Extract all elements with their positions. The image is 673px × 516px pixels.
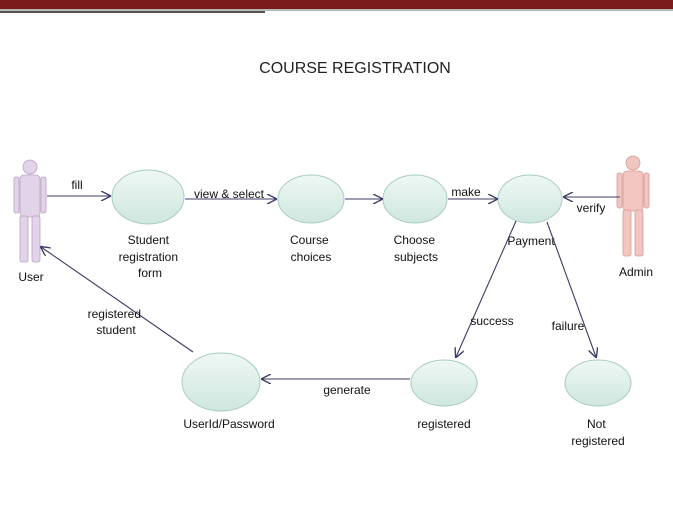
course-choices-label: Course choices [290,233,332,264]
admin-actor-icon [616,155,650,257]
registered-student-arrow [41,247,194,353]
user-label: User [18,270,43,284]
page-title: COURSE REGISTRATION [259,60,451,77]
admin-label: Admin [619,265,653,279]
student-registration-form-node [111,169,185,225]
not-registered-label: Not registered [571,417,624,448]
payment-node [497,174,563,224]
success-arrow [456,220,517,357]
top-bar [0,0,673,13]
generate-label: generate [323,383,371,397]
not-registered-node [564,359,632,407]
failure-arrow [546,221,596,357]
registered-node [410,359,478,407]
verify-label: verify [577,201,606,215]
success-label: success [470,314,513,328]
choose-subjects-label: Choose subjects [394,233,439,264]
choose-subjects-node [382,174,448,224]
payment-label: Payment [507,234,555,248]
registered-label: registered [417,417,470,431]
view-select-label: view & select [194,187,265,201]
fill-label: fill [71,178,82,192]
failure-label: failure [552,319,585,333]
registered-student-label: registered student [88,307,145,337]
make-label: make [451,185,481,199]
userid-password-node [181,352,261,412]
student-registration-form-label: Student registration form [119,233,182,280]
userid-password-label: UserId/Password [183,417,274,431]
user-actor-icon [13,159,47,263]
course-choices-node [277,174,345,224]
